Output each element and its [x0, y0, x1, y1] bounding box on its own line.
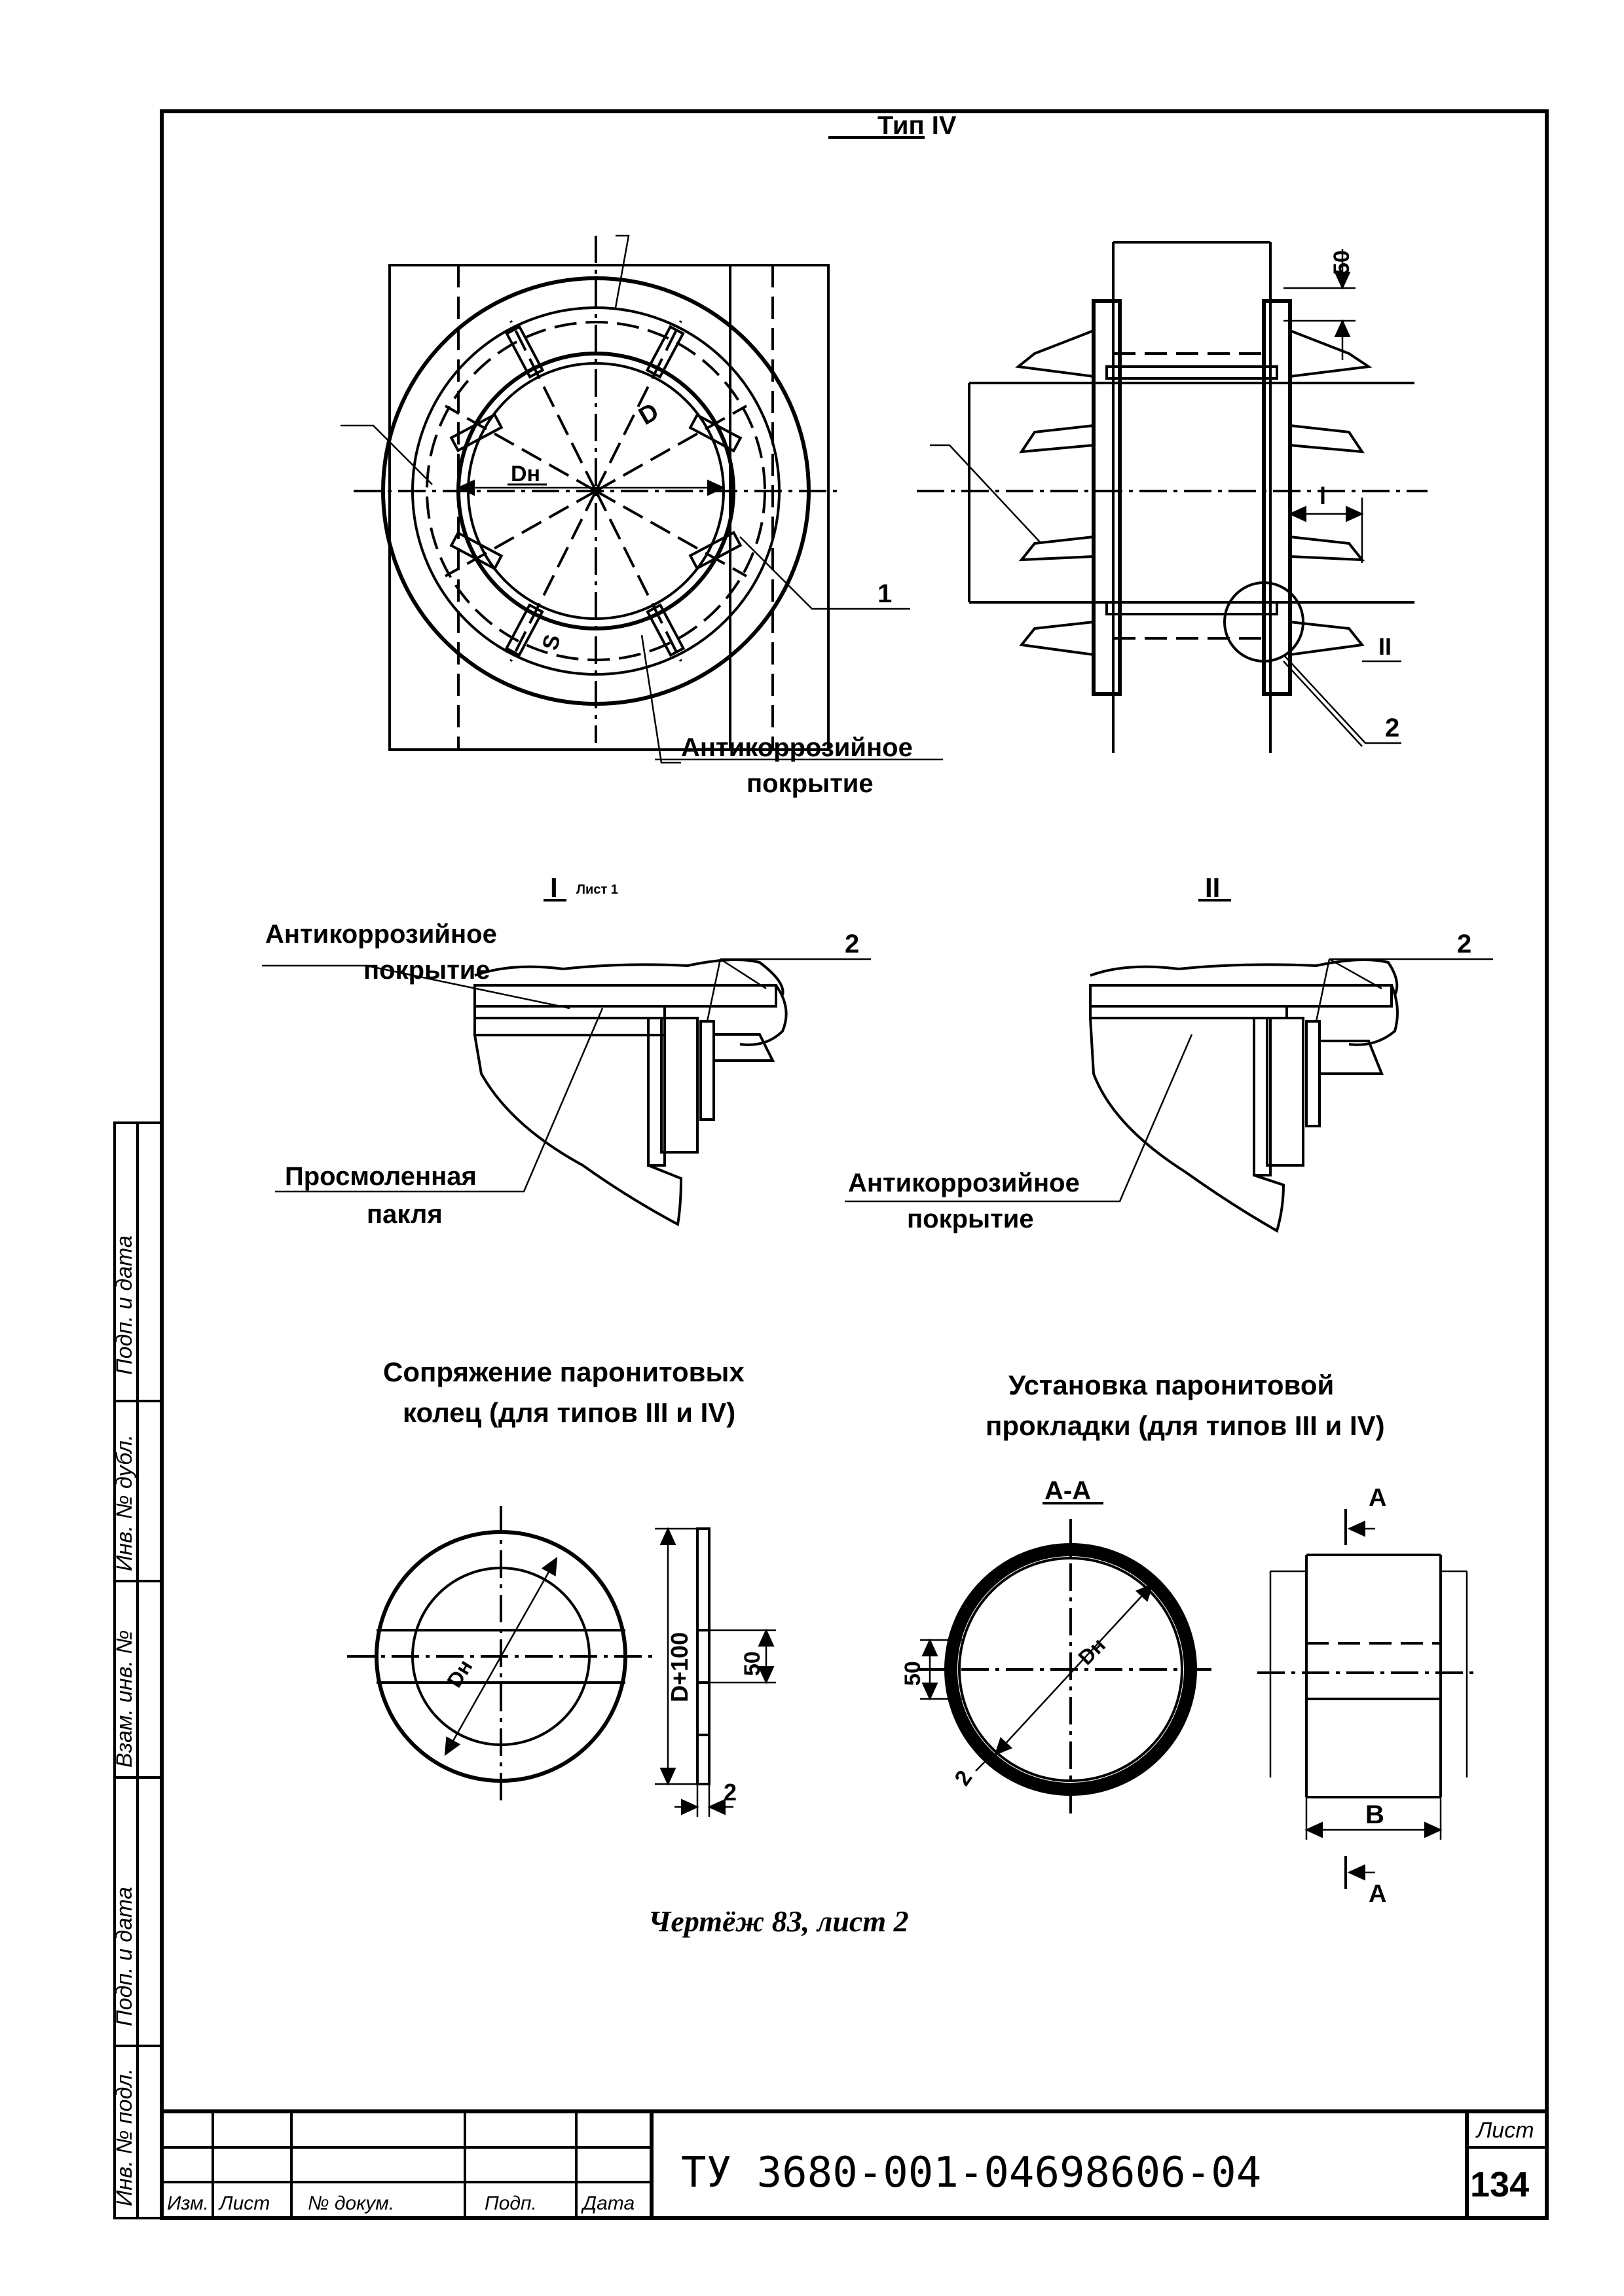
sheet-label: Лист: [1475, 2118, 1534, 2143]
callout-2-ii: 2: [1457, 930, 1471, 958]
title-header-data: Дата: [581, 2193, 635, 2214]
install-title-2: прокладки (для типов III и IV): [986, 1410, 1385, 1441]
view-ii-marker: II: [1378, 633, 1392, 660]
sheet-number: 134: [1470, 2165, 1529, 2204]
coating-label-ii-2: покрытие: [907, 1205, 1034, 1233]
stamp-inv-podl: Инв. № подл.: [112, 2068, 137, 2206]
section-aa-title: А-А: [1044, 1476, 1091, 1505]
doc-code: ТУ 3680-001-04698606-04: [681, 2149, 1261, 2197]
gasket-installation: [917, 1509, 1473, 1889]
drawing-caption: Чертёж 83, лист 2: [648, 1904, 909, 1938]
dim-d100: D+100: [666, 1632, 693, 1702]
title-header-list: Лист: [218, 2193, 270, 2214]
dim-b: В: [1365, 1800, 1384, 1829]
pair-title-2: колец (для типов III и IV): [403, 1397, 735, 1428]
front-view: [341, 234, 943, 764]
title-header-doc: № докум.: [308, 2193, 394, 2214]
side-view: [917, 241, 1428, 753]
dim-50-gasket: 50: [900, 1661, 925, 1686]
l-label: l: [1320, 483, 1326, 509]
title-block: [162, 2109, 1547, 2218]
pair-title-1: Сопряжение паронитовых: [383, 1357, 745, 1387]
coating-label-i-1: Антикоррозийное: [265, 920, 497, 949]
install-title-1: Установка паронитовой: [1008, 1370, 1334, 1400]
callout-2-i: 2: [845, 930, 859, 958]
dim-50-side: 50: [1329, 250, 1354, 275]
type-title: Тип IV: [877, 111, 957, 140]
dn-label-ring: Dн: [442, 1656, 477, 1692]
dim-50-ring: 50: [740, 1651, 765, 1676]
title-header-izm: Изм.: [167, 2193, 209, 2214]
detail-i: [262, 958, 871, 1227]
detail-ii: [845, 958, 1493, 1233]
dim-2-gasket: 2: [950, 1766, 977, 1790]
callout-2-side: 2: [1385, 714, 1399, 742]
coating-label-top-2: покрытие: [747, 769, 874, 798]
stamp-vzam-inv: Взам. инв. №: [112, 1630, 137, 1768]
stamp-podp-data-1: Подп. и дата: [112, 1887, 137, 2026]
side-stamp: [113, 1121, 163, 2219]
view-i-note: Лист 1: [576, 883, 618, 897]
view-ii-title: II: [1205, 872, 1220, 903]
tarred-label-1: Просмоленная: [285, 1162, 477, 1191]
arrow-a-top: А: [1369, 1484, 1386, 1512]
ring-pairing: [347, 1506, 776, 1817]
coating-label-i-2: покрытие: [363, 956, 490, 985]
title-header-podp: Подп.: [485, 2193, 537, 2214]
arrow-a-bottom: А: [1369, 1880, 1386, 1908]
s-label: S: [538, 632, 566, 653]
coating-label-ii-1: Антикоррозийное: [848, 1169, 1080, 1197]
view-i-title: I: [550, 872, 558, 903]
dn-label: Dн: [511, 462, 540, 486]
callout-1: 1: [877, 579, 892, 608]
tarred-label-2: пакля: [367, 1200, 443, 1229]
stamp-podp-data-2: Подп. и дата: [112, 1235, 137, 1375]
stamp-inv-dubl: Инв. № дубл.: [112, 1434, 137, 1571]
dim-2-ring: 2: [724, 1779, 737, 1806]
coating-label-top-1: Антикоррозийное: [681, 733, 913, 762]
